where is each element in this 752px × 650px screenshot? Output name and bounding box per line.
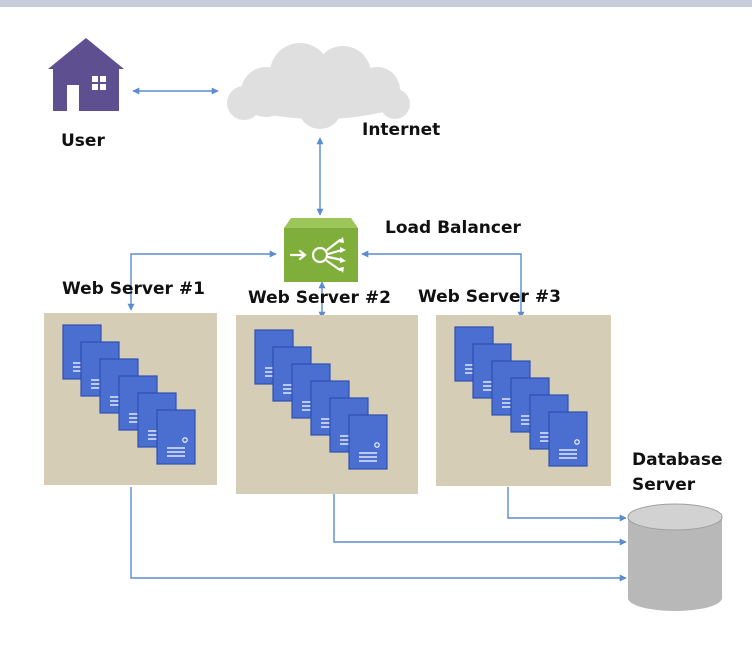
ws3-db-link bbox=[507, 487, 627, 522]
user-label: User bbox=[61, 131, 105, 151]
web-server-1-label: Web Server #1 bbox=[62, 279, 205, 299]
connectors bbox=[127, 87, 627, 582]
cloud-icon bbox=[227, 43, 410, 129]
database-label-line2: Server bbox=[632, 475, 696, 495]
lb-ws1-link bbox=[127, 250, 277, 311]
ws1-db-link bbox=[130, 487, 627, 582]
database-icon bbox=[627, 503, 723, 611]
database-label-line1: Database bbox=[632, 450, 723, 470]
load-balancer-icon bbox=[284, 218, 358, 282]
top-frame-bar bbox=[0, 0, 752, 7]
lb-ws3-link bbox=[361, 250, 525, 319]
house-icon bbox=[48, 38, 124, 111]
web-server-2-label: Web Server #2 bbox=[248, 288, 391, 308]
internet-label: Internet bbox=[362, 120, 441, 140]
web-server-3-label: Web Server #3 bbox=[418, 287, 561, 307]
load-balancer-label: Load Balancer bbox=[385, 218, 521, 238]
ws2-db-link bbox=[333, 494, 627, 546]
